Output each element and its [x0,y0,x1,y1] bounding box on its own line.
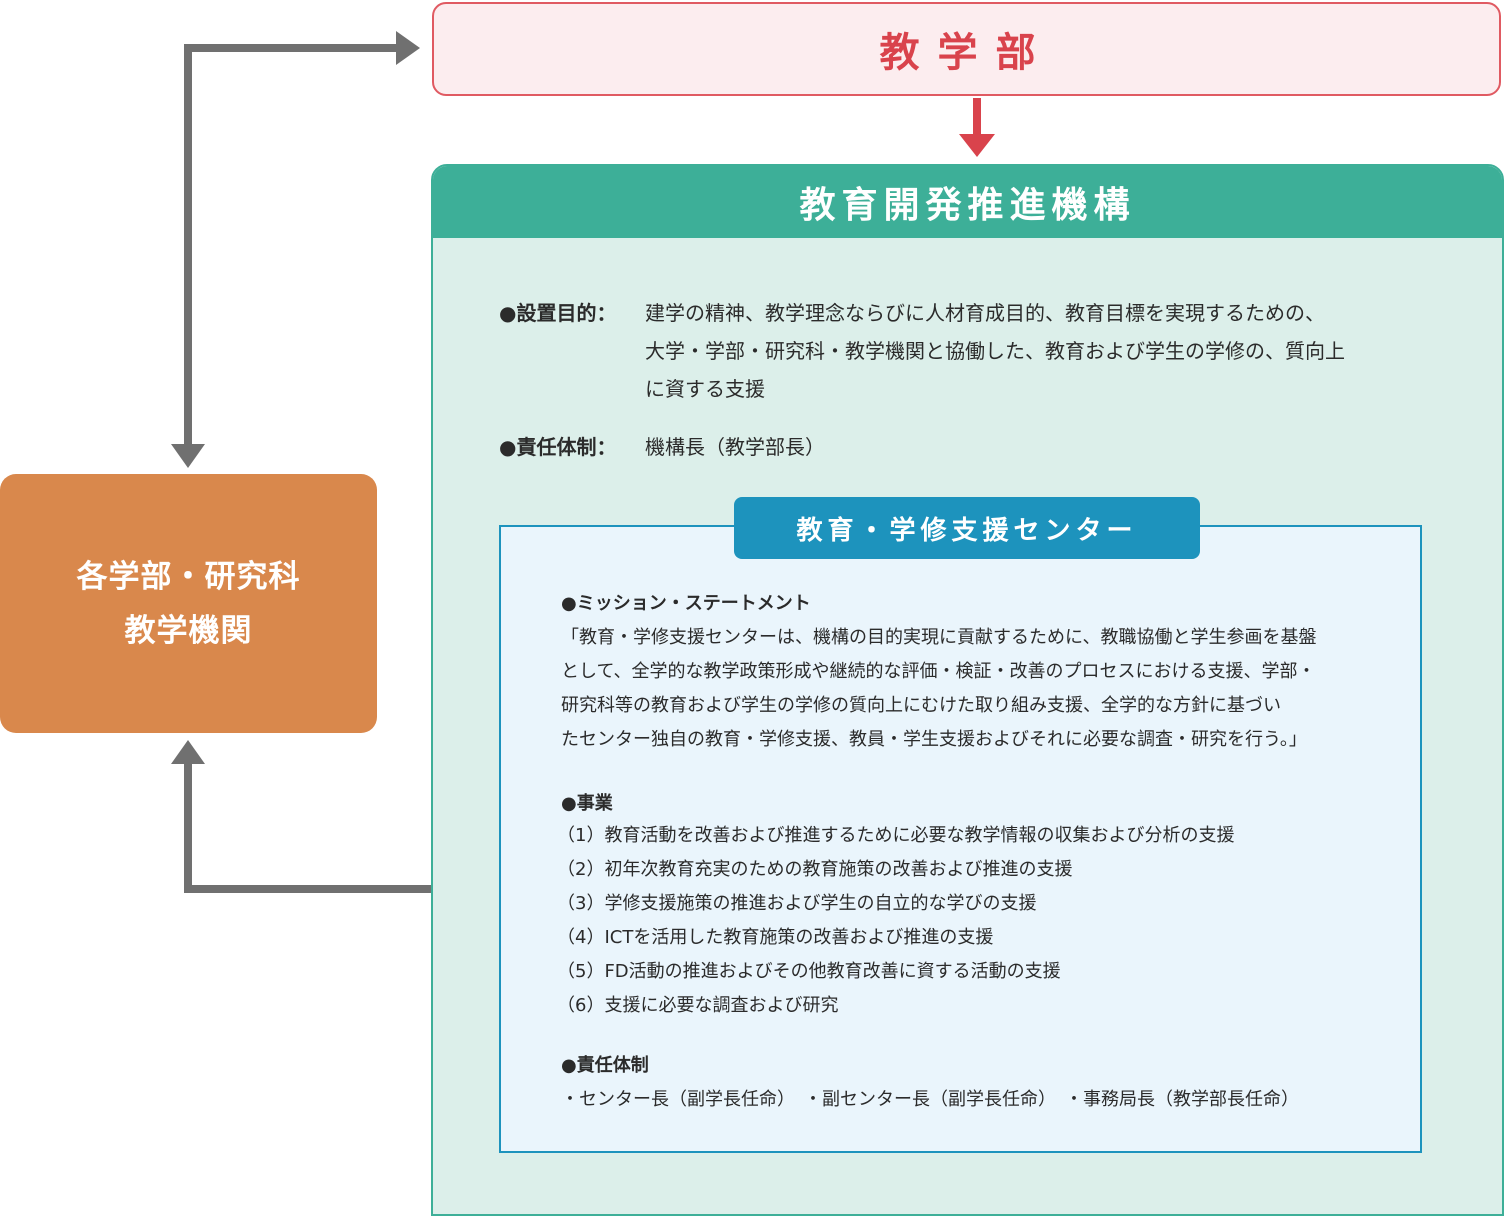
center-title: 教育・学修支援センター [796,515,1138,546]
business-item: （3）学修支援施策の推進および学生の自立的な学びの支援 [557,893,1037,914]
mission-line: 「教育・学修支援センターは、機構の目的実現に貢献するために、教職協働と学生参画を… [561,627,1317,648]
business-item: （4）ICTを活用した教育施策の改善および推進の支援 [557,927,994,948]
purpose-line: 大学・学部・研究科・教学機関と協働した、教育および学生の学修の、質向上 [645,339,1345,363]
arrow-faculties-to-center [184,762,478,893]
mission-line: として、全学的な教学政策形成や継続的な評価・検証・改善のプロセスにおける支援、学… [561,661,1316,682]
arrowhead-up-faculties [171,740,205,764]
purpose-line: に資する支援 [645,377,765,401]
responsibility-value: 機構長（教学部長） [645,435,825,459]
organization-title: 教育開発推進機構 [799,185,1136,226]
arrow-faculties-to-kyogakubu [184,44,398,447]
arrowhead-right-top [396,31,420,65]
center-responsibility-heading: ●責任体制 [561,1055,649,1076]
business-item: （5）FD活動の推進およびその他教育改善に資する活動の支援 [557,961,1061,982]
center-title-tab: 教育・学修支援センター [734,497,1200,559]
arrowhead-down-faculties [171,444,205,468]
responsibility-value-wrap: 機構長（教学部長） [645,428,825,466]
business-list: （1）教育活動を改善および推進するために必要な教学情報の収集および分析の支援 （… [557,819,1234,1023]
business-item: （6）支援に必要な調査および研究 [557,995,839,1016]
arrowhead-down-red [959,134,995,157]
business-heading: ●事業 [561,793,613,814]
responsibility-label: ●責任体制： [499,435,617,459]
kyogakubu-box: 教学部 [432,2,1501,96]
faculties-line-2: 教学機関 [124,612,253,649]
mission-heading: ●ミッション・ステートメント [561,593,811,614]
mission-statement: 「教育・学修支援センターは、機構の目的実現に貢献するために、教職協働と学生参画を… [561,621,1316,757]
purpose-line: 建学の精神、教学理念ならびに人材育成目的、教育目標を実現するための、 [645,301,1325,325]
faculties-box: 各学部・研究科 教学機関 [0,474,377,733]
faculties-line-1: 各学部・研究科 [76,558,301,595]
center-box: ●ミッション・ステートメント 「教育・学修支援センターは、機構の目的実現に貢献す… [499,525,1422,1153]
kyogakubu-title: 教学部 [879,30,1054,76]
organization-header: 教育開発推進機構 [433,166,1502,238]
responsibility-row: ●責任体制： [499,428,616,466]
mission-line: 研究科等の教育および学生の学修の質向上にむけた取り組み支援、全学的な方針に基づい [561,695,1281,716]
purpose-text: 建学の精神、教学理念ならびに人材育成目的、教育目標を実現するための、 大学・学部… [645,294,1445,408]
business-item: （1）教育活動を改善および推進するために必要な教学情報の収集および分析の支援 [557,825,1235,846]
purpose-label-wrap: ●設置目的： [499,294,616,332]
mission-line: たセンター独自の教育・学修支援、教員・学生支援およびそれに必要な調査・研究を行う… [561,729,1307,750]
purpose-label: ●設置目的： [499,301,617,325]
business-item: （2）初年次教育充実のための教育施策の改善および推進の支援 [557,859,1073,880]
center-responsibility-line: ・センター長（副学長任命） ・副センター長（副学長任命） ・事務局長（教学部長任… [561,1089,1299,1110]
